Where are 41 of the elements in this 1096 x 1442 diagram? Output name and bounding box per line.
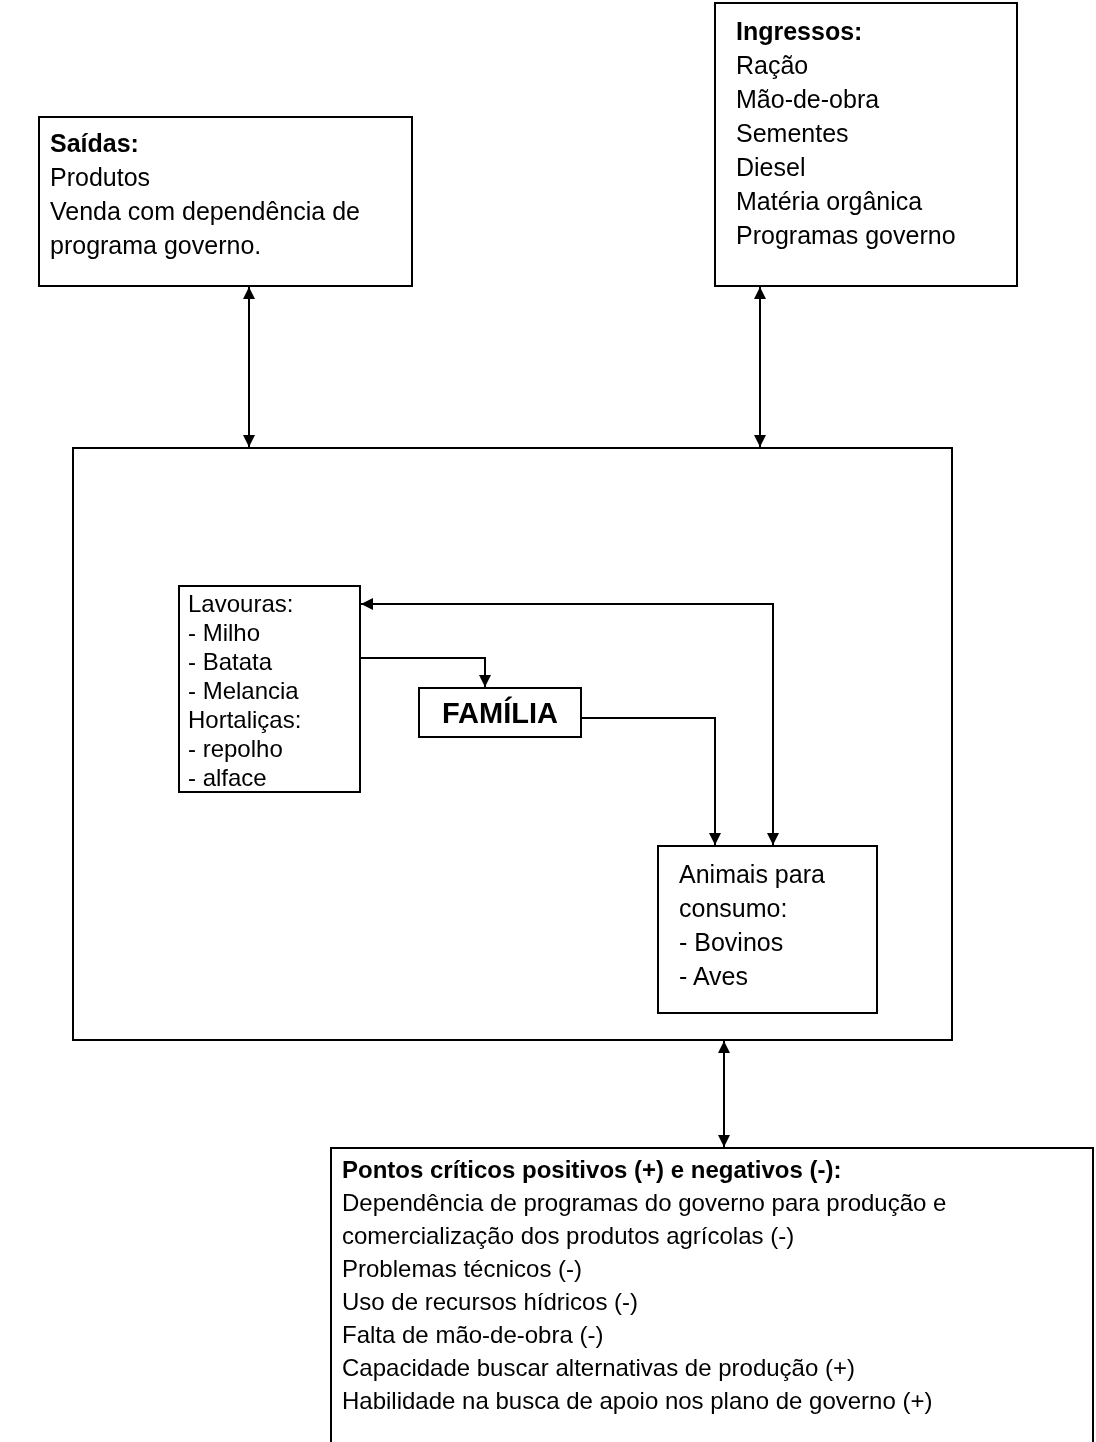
list-item: Falta de mão-de-obra (-) xyxy=(342,1320,605,1350)
list-item: - Bovinos xyxy=(679,927,785,958)
list-item: - Aves xyxy=(679,961,750,992)
list-item: - Batata xyxy=(188,647,274,676)
list-item: Mão-de-obra xyxy=(736,84,881,115)
list-item: Produtos xyxy=(50,162,152,193)
arrow xyxy=(360,598,779,846)
list-item: Diesel xyxy=(736,152,807,183)
output-box xyxy=(38,116,413,287)
list-item: Capacidade buscar alternativas de produção (+) xyxy=(342,1353,856,1383)
list-item: Venda com dependência de programa governo. xyxy=(50,196,361,261)
list-item: - repolho xyxy=(188,734,284,763)
box-heading: Saídas: xyxy=(50,128,140,159)
arrow xyxy=(360,657,491,688)
box-heading: Animais para consumo: xyxy=(679,859,826,924)
arrow xyxy=(581,717,721,846)
animals-box xyxy=(657,845,878,1014)
list-item: Programas governo xyxy=(736,220,957,251)
arrow xyxy=(243,286,255,448)
critical-points-box xyxy=(330,1147,1094,1442)
list-item: - Melancia xyxy=(188,676,300,705)
node-label: FAMÍLIA xyxy=(442,695,559,731)
arrow xyxy=(754,286,766,448)
list-item: Matéria orgânica xyxy=(736,186,924,217)
list-item: Dependência de programas do governo para produção e comercialização dos produtos agrícolas (-) xyxy=(342,1188,948,1251)
box-heading: Lavouras: xyxy=(188,589,295,618)
family-box xyxy=(418,687,582,738)
list-item: Ração xyxy=(736,50,810,81)
input-box xyxy=(714,2,1018,287)
list-item: Sementes xyxy=(736,118,850,149)
box-heading: Ingressos: xyxy=(736,16,864,47)
list-item: - alface xyxy=(188,763,268,792)
list-item: Hortaliças: xyxy=(188,705,303,734)
crops-box xyxy=(178,585,361,793)
list-item: Habilidade na busca de apoio nos plano de governo (+) xyxy=(342,1386,934,1416)
system-box xyxy=(72,447,953,1041)
box-heading: Pontos críticos positivos (+) e negativos (-): xyxy=(342,1155,843,1185)
list-item: Uso de recursos hídricos (-) xyxy=(342,1287,640,1317)
list-item: Problemas técnicos (-) xyxy=(342,1254,584,1284)
arrow xyxy=(718,1040,730,1148)
list-item: - Milho xyxy=(188,618,261,647)
